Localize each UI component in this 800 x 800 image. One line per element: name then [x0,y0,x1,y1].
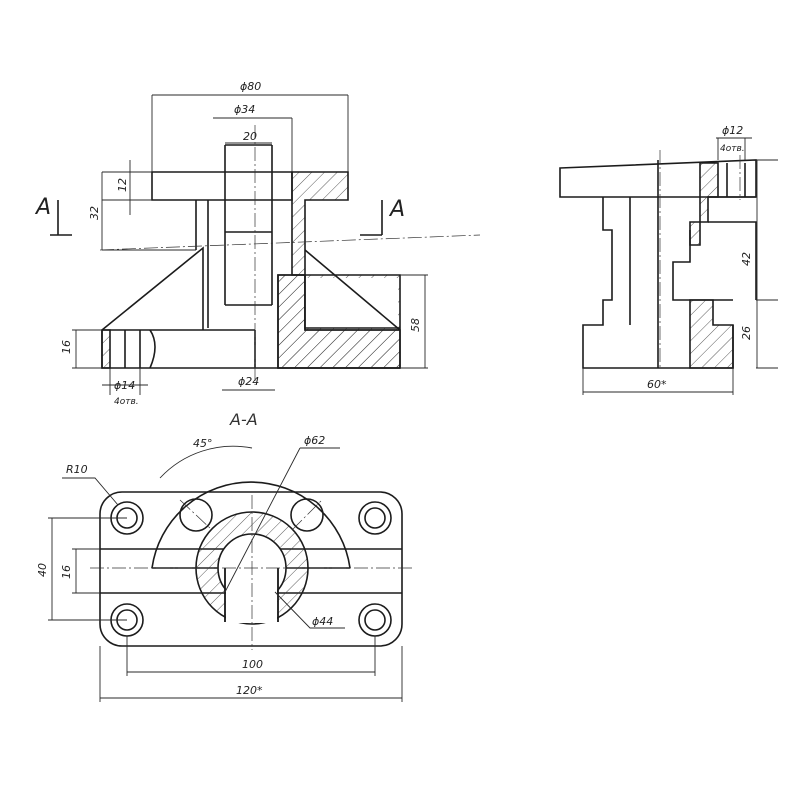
dim-h16: 16 [60,340,73,354]
dim-h12: 12 [116,178,129,192]
dim-h58: 58 [409,318,422,332]
front-bore [224,144,273,306]
side-section-lower [689,299,734,369]
dim-w100: 100 [242,658,263,671]
dim-angle45: 45° [193,437,213,450]
front-flange-outline [151,171,293,201]
dim-side-h26: 26 [740,326,753,340]
dim-4holes: 4отв. [114,397,139,407]
front-view: ϕ80 ϕ34 20 12 32 58 16 ϕ14 4отв. ϕ24 A A [34,80,481,407]
plan-base-plate [99,491,403,647]
front-hole [124,329,156,369]
dim-w20: 20 [243,130,257,143]
dim-h32: 32 [88,206,101,220]
plan-boss-arc [151,481,351,569]
section-view: A-A R10 45° ϕ6 [36,410,415,702]
section-title: A-A [229,410,258,429]
dim-d12: ϕ12 [722,124,743,137]
front-horizontal-centerline [99,234,481,251]
side-inner [672,196,757,301]
dim-d14: ϕ14 [114,379,135,392]
dim-w120: 120* [236,684,263,697]
side-section-upper [689,162,719,246]
front-flange-section [291,171,349,276]
front-neck [195,200,209,328]
cut-marker-left: A [34,195,51,220]
front-rib-left [101,246,204,331]
dim-d62: ϕ62 [304,434,325,447]
side-holes [726,163,746,197]
cut-marker-right: A [388,197,405,222]
dim-d34: ϕ34 [234,103,255,116]
dim-h40: 40 [36,563,49,577]
dim-d44: ϕ44 [312,615,333,628]
dim-d80: ϕ80 [240,80,261,93]
dim-h16-plan: 16 [60,565,73,579]
dim-d24: ϕ24 [238,375,259,388]
dim-r10: R10 [66,463,88,476]
dim-w60: 60* [647,378,667,391]
dim-side-h42: 42 [740,252,753,266]
side-body [582,160,734,369]
dim-4holes-side: 4отв. [720,144,745,154]
front-hole-wall [101,329,111,369]
side-view: ϕ12 4отв. 42 26 60* [559,124,778,395]
front-rib-right [304,249,401,331]
